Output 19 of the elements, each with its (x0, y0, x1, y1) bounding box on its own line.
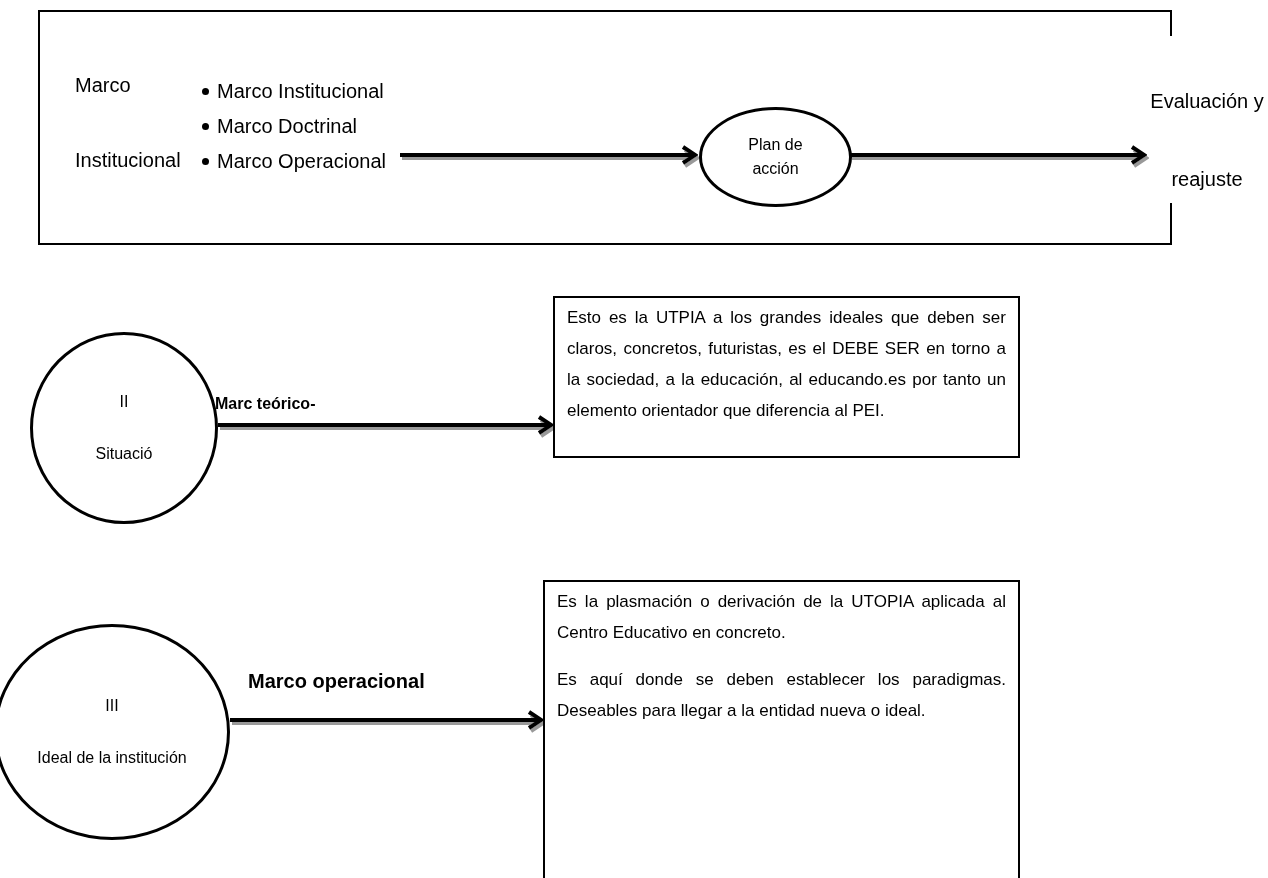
node-text: Situació (95, 444, 153, 464)
bullet-text: Marco Doctrinal (217, 114, 358, 139)
paragraph: Es aquí donde se deben establecer los paradigmas. Deseables para llegar a la entidad nueva o ideal. (557, 669, 1006, 722)
node-text: II (119, 392, 129, 412)
text-box (543, 580, 1020, 878)
node-text: Plan de acción (747, 135, 804, 179)
paragraph: Es la plasmación o derivación de la UTOPIA aplicada al Centro Educativo en concreto. (557, 591, 1006, 644)
text-box (553, 296, 1020, 458)
paragraph: Esto es la UTPIA a los grandes ideales que deben ser claros, concretos, futuristas, es el DEBE SER en torno a la sociedad, a la educación, al educando.es por tanto un elemento orientador que diferencia al PEI. (567, 307, 1006, 422)
arrow (218, 415, 553, 435)
arrow (400, 145, 697, 165)
arrow (850, 145, 1146, 165)
bullet-text: Marco Institucional (217, 79, 384, 104)
node-text: Ideal de la institución (37, 748, 187, 768)
node-text: Evaluación y reajuste (1149, 89, 1265, 192)
text-label: Marco Institucional (75, 73, 182, 173)
node-text: III (105, 696, 119, 716)
bullet-text: Marco Operacional (217, 149, 386, 174)
arrow (230, 710, 543, 730)
